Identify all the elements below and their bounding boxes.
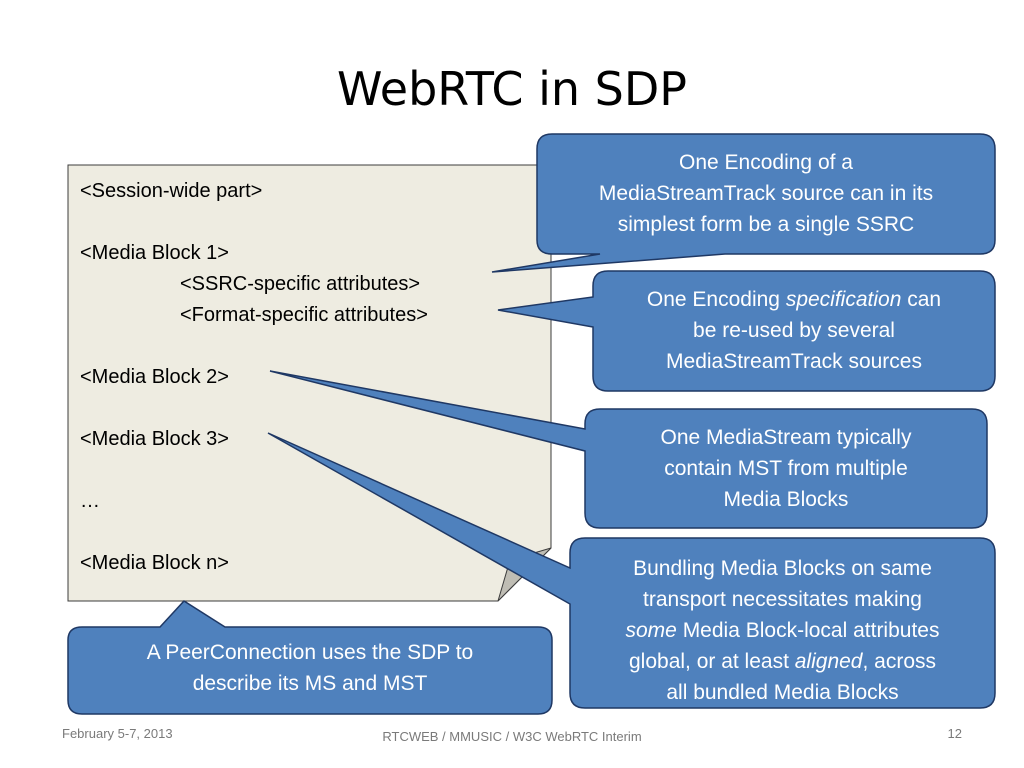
- sdp-media-block-1: <Media Block 1>: [80, 242, 229, 264]
- callout-bundling-line: all bundled Media Blocks: [666, 681, 899, 704]
- sdp-blank-line: [80, 455, 520, 486]
- slide-title: WebRTC in SDP: [337, 62, 687, 116]
- callout-specification: One Encoding specification can be re-use…: [593, 284, 995, 377]
- sdp-format-attributes: <Format-specific attributes>: [180, 304, 428, 326]
- slide-number: 12: [947, 726, 962, 741]
- callout-emphasis: some: [625, 619, 677, 642]
- callout-bundling: Bundling Media Blocks on same transport …: [570, 553, 995, 708]
- footer-date: February 5-7, 2013: [62, 726, 173, 741]
- callout-specification-line: be re-used by several: [693, 319, 895, 342]
- callout-bundling-shape: [267, 432, 996, 709]
- callout-specification-line: MediaStreamTrack sources: [666, 350, 922, 373]
- sdp-media-block-3: <Media Block 3>: [80, 428, 229, 450]
- sdp-blank-line: [80, 207, 520, 238]
- callout-specification-shape: [497, 270, 996, 392]
- callout-text-span: , across: [862, 650, 937, 673]
- callout-peerconnection-line: describe its MS and MST: [192, 672, 428, 695]
- sdp-blank-line: [80, 331, 520, 362]
- callout-bundling-line: transport necessitates making: [643, 588, 922, 611]
- sdp-session-line: <Session-wide part>: [80, 180, 263, 202]
- sdp-blank-line: [80, 517, 520, 548]
- callout-mediastream-line: Media Blocks: [723, 488, 849, 511]
- callout-emphasis: aligned: [794, 650, 863, 673]
- callout-peerconnection-shape: [67, 600, 553, 715]
- callout-encoding-line: MediaStreamTrack source can in its: [598, 182, 934, 205]
- callout-encoding-line: simplest form be a single SSRC: [617, 213, 915, 236]
- footer-event: RTCWEB / MMUSIC / W3C WebRTC Interim: [382, 729, 642, 744]
- callout-encoding-line: One Encoding of a: [679, 151, 853, 174]
- callout-encoding-shape: [491, 133, 996, 273]
- callout-encoding: One Encoding of a MediaStreamTrack sourc…: [537, 147, 995, 240]
- callout-bundling-line: global, or at least aligned, across: [570, 646, 995, 677]
- callout-text-span: Media Block-local attributes: [676, 619, 940, 642]
- sdp-ssrc-attributes: <SSRC-specific attributes>: [180, 273, 421, 295]
- callout-mediastream: One MediaStream typically contain MST fr…: [585, 422, 987, 515]
- sdp-media-block-n: <Media Block n>: [80, 552, 229, 574]
- callout-specification-line: One Encoding specification can: [593, 284, 995, 315]
- callout-mediastream-line: One MediaStream typically: [660, 426, 912, 449]
- callout-mediastream-line: contain MST from multiple: [664, 457, 908, 480]
- callout-text-span: One Encoding: [646, 288, 786, 311]
- sdp-document: <Session-wide part> <Media Block 1> <SSR…: [80, 176, 520, 579]
- callout-mediastream-shape: [269, 370, 988, 529]
- sdp-blank-line: [80, 393, 520, 424]
- callout-text-span: can: [901, 288, 942, 311]
- callout-bundling-line: some Media Block-local attributes: [570, 615, 995, 646]
- callout-peerconnection-line: A PeerConnection uses the SDP to: [146, 641, 474, 664]
- callout-emphasis: specification: [785, 288, 902, 311]
- callout-bundling-line: Bundling Media Blocks on same: [633, 557, 932, 580]
- callout-peerconnection: A PeerConnection uses the SDP to describ…: [68, 637, 552, 699]
- sdp-ellipsis: …: [80, 490, 100, 512]
- sdp-media-block-2: <Media Block 2>: [80, 366, 229, 388]
- callout-text-span: global, or at least: [628, 650, 795, 673]
